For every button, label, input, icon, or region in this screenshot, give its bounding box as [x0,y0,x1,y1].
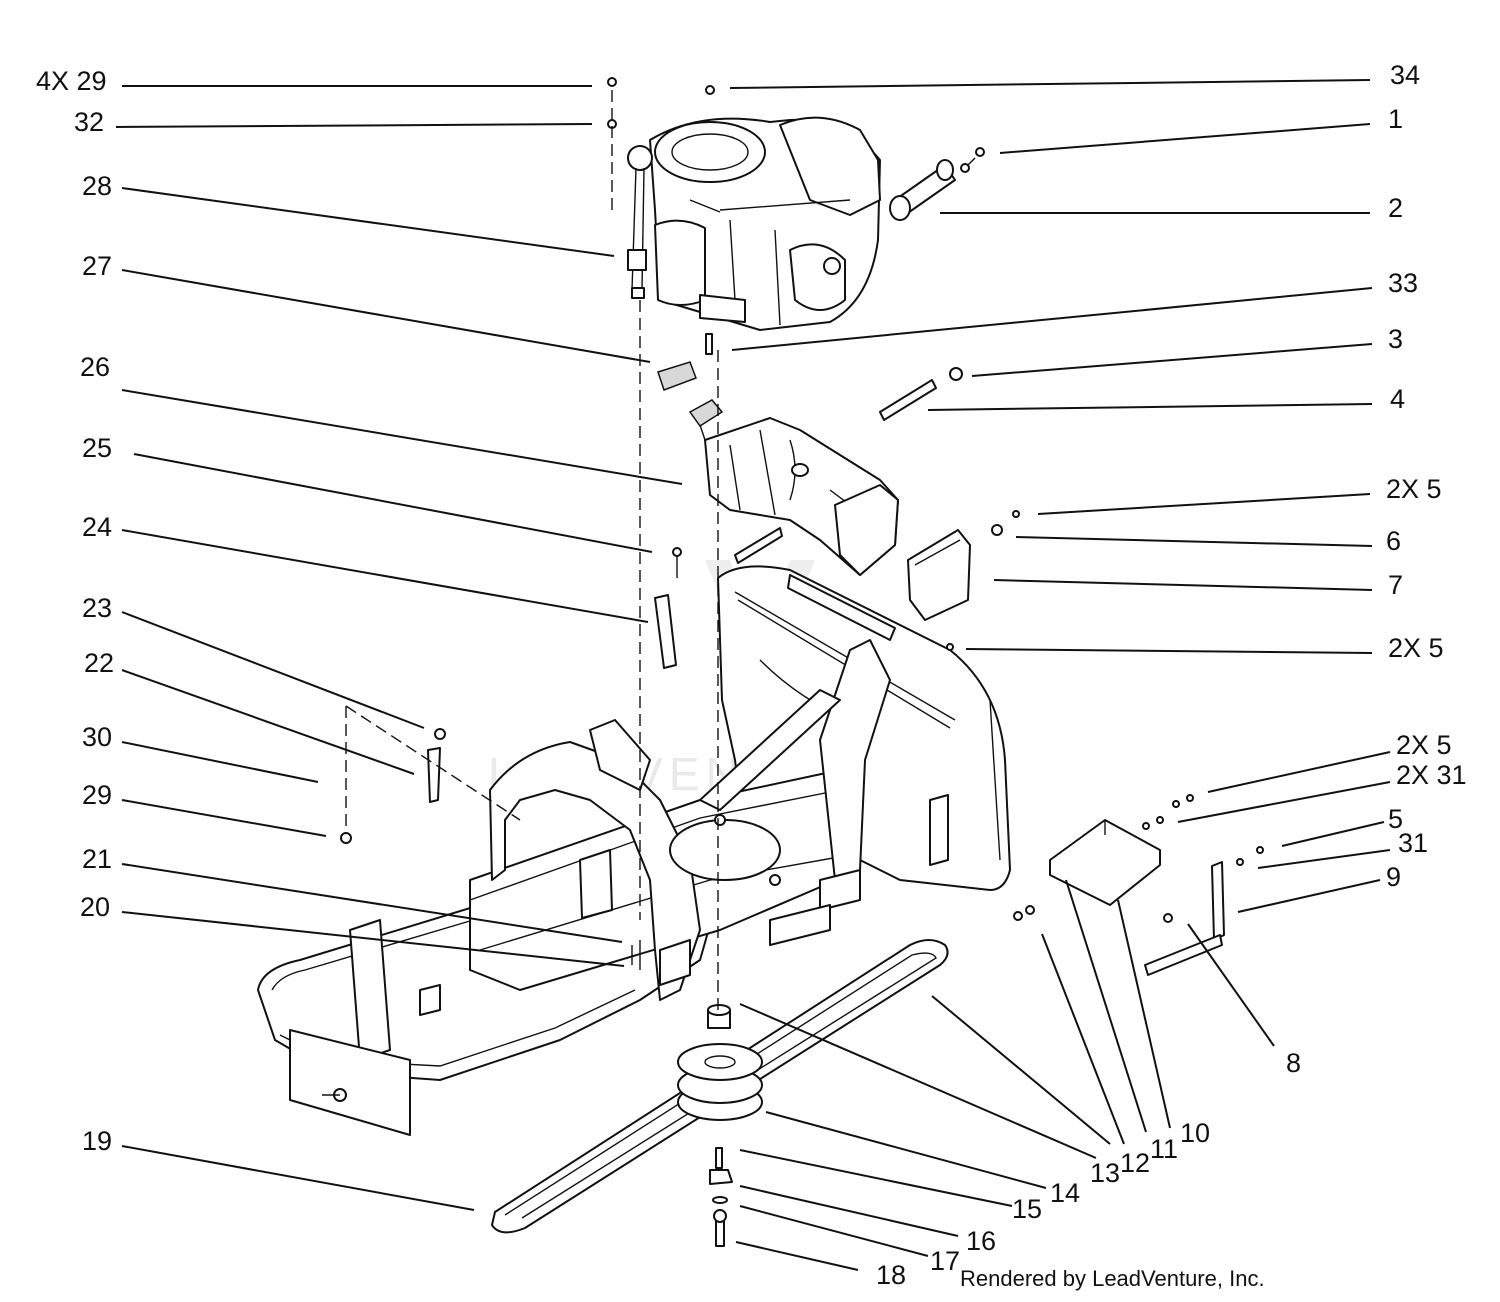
leader-30 [121,741,319,783]
leader-19 [121,1145,475,1211]
leader-33 [731,287,1373,351]
callout-25: 25 [82,433,112,463]
callout-27: 27 [82,251,112,281]
leader-22 [121,669,415,775]
callout-6: 6 [1386,526,1401,556]
callout-19: 19 [82,1126,112,1156]
callout-4x29: 4X 29 [36,66,107,96]
leader-2x5c [1207,751,1391,793]
callout-1: 1 [1388,104,1403,134]
pulley [677,1004,763,1247]
callout-7: 7 [1388,570,1403,600]
callout-8: 8 [1286,1048,1301,1078]
callout-12: 12 [1120,1148,1150,1178]
leader-23 [121,611,425,729]
callout-5: 5 [1388,804,1403,834]
leader-24 [121,529,649,623]
callout-14: 14 [1050,1178,1080,1208]
leader-10 [1117,899,1171,1129]
leader-9 [1237,879,1381,913]
callout-2x5-upper: 2X 5 [1386,474,1442,504]
engine [627,116,881,331]
callout-18: 18 [876,1260,906,1290]
callout-28: 28 [82,171,112,201]
callout-2: 2 [1388,193,1403,223]
callout-26: 26 [80,352,110,382]
leader-11 [1065,879,1147,1133]
callout-24: 24 [82,512,112,542]
callout-32: 32 [74,107,104,137]
leader-7 [993,579,1373,591]
callout-33: 33 [1388,268,1418,298]
leader-32 [115,123,593,128]
leader-2x5a [1037,493,1371,515]
render-credit: Rendered by LeadVenture, Inc. [960,1266,1265,1291]
leader-3 [971,343,1373,377]
leader-28 [121,187,615,257]
leader-29 [121,799,327,837]
callout-4: 4 [1390,384,1405,414]
leader-26 [121,389,683,485]
callout-23: 23 [82,593,112,623]
callout-29: 29 [82,780,112,810]
leader-2x5b [965,648,1373,654]
callout-21: 21 [82,844,112,874]
leader-16 [739,1185,959,1237]
muffler [889,147,985,221]
callout-15: 15 [1012,1194,1042,1224]
leader-12 [1041,933,1125,1145]
leader-1 [999,123,1371,154]
leader-5 [1281,821,1385,847]
callout-20: 20 [80,892,110,922]
callout-2x5-middle: 2X 5 [1388,633,1444,663]
leader-17 [739,1205,929,1257]
leader-8 [1187,923,1275,1047]
callout-10: 10 [1180,1118,1210,1148]
leader-21 [121,863,623,943]
leader-27 [121,269,651,363]
left-hardware [340,547,682,970]
leader-15 [739,1149,1013,1207]
callout-31: 31 [1398,828,1428,858]
leader-2x31 [1177,781,1391,823]
leader-6 [1015,536,1373,547]
callout-11: 11 [1150,1134,1178,1164]
callout-2x5-lower: 2X 5 [1396,730,1452,760]
leader-34 [729,79,1371,89]
callout-16: 16 [966,1226,996,1256]
callout-9: 9 [1386,862,1401,892]
leader-14 [931,995,1111,1145]
leader-31 [1257,849,1391,869]
leader-25 [133,453,653,553]
axis-lines [611,90,719,1010]
callout-2x31: 2X 31 [1396,760,1467,790]
main-frame [257,639,949,1136]
leader-18 [735,1241,859,1271]
callout-labels: 4X 29 32 28 27 26 25 24 23 22 30 29 21 2… [36,60,1467,1290]
right-hardware [1013,794,1264,976]
fuel-tank [688,399,899,576]
callout-34: 34 [1390,60,1420,90]
leader-4 [927,403,1373,411]
leader-lines [115,79,1391,1271]
callout-22: 22 [84,648,114,678]
callout-3: 3 [1388,324,1403,354]
leader-20 [121,911,625,967]
callout-17: 17 [930,1246,960,1276]
callout-13: 13 [1090,1158,1120,1188]
leader-13 [739,1003,1097,1159]
callout-30: 30 [82,722,112,752]
leader-14b [765,1111,1047,1189]
